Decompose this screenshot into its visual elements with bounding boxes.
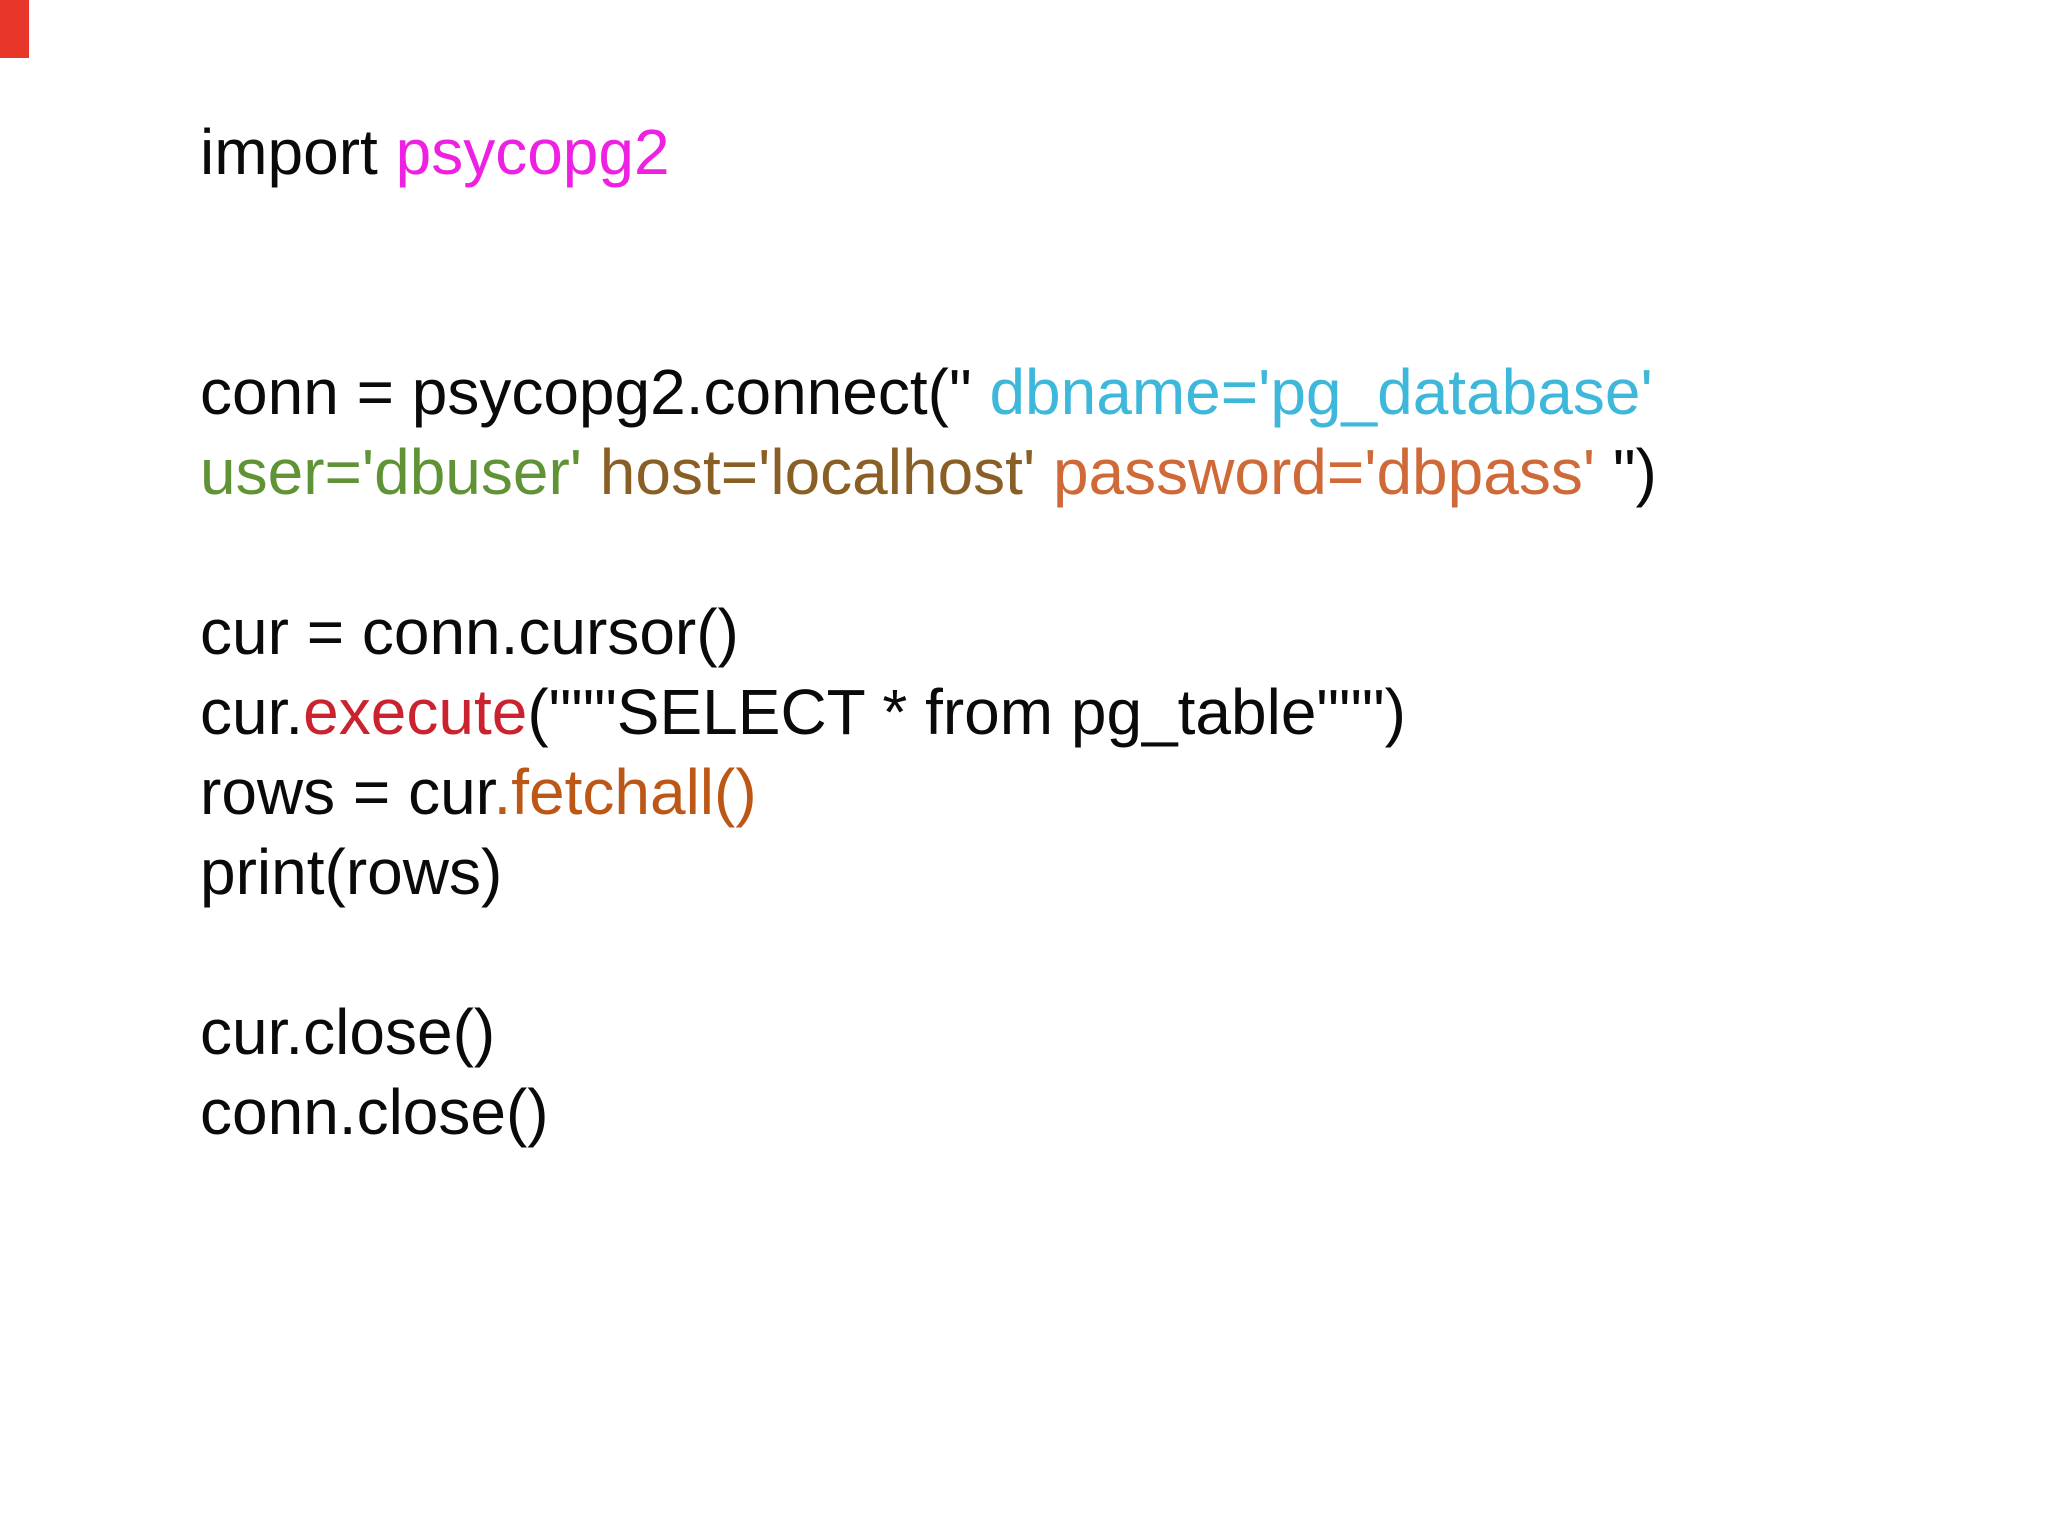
line-execute: cur.execute("""SELECT * from pg_table"""… bbox=[200, 672, 1657, 752]
code-token-rust: .fetchall() bbox=[493, 756, 757, 828]
line-blank bbox=[200, 512, 1657, 592]
code-token-red: execute bbox=[303, 676, 528, 748]
line-connect: conn = psycopg2.connect(" dbname='pg_dat… bbox=[200, 352, 1657, 432]
code-token-black: cur. bbox=[200, 676, 304, 748]
line-connect-args: user='dbuser' host='localhost' password=… bbox=[200, 432, 1657, 512]
code-token-black: ") bbox=[1595, 436, 1657, 508]
code-token-black bbox=[1035, 436, 1053, 508]
code-token-magenta: psycopg2 bbox=[395, 116, 670, 188]
line-blank bbox=[200, 912, 1657, 992]
line-import: import psycopg2 bbox=[200, 112, 1657, 192]
code-token-black bbox=[582, 436, 600, 508]
line-fetchall: rows = cur.fetchall() bbox=[200, 752, 1657, 832]
code-token-green: user='dbuser' bbox=[200, 436, 582, 508]
code-token-orange: password='dbpass' bbox=[1052, 436, 1596, 508]
code-token-black: rows = cur bbox=[200, 756, 494, 828]
line-conn-close: conn.close() bbox=[200, 1072, 1657, 1152]
red-marker bbox=[0, 0, 29, 58]
code-block: import psycopg2 conn = psycopg2.connect(… bbox=[200, 112, 1657, 1152]
line-cursor: cur = conn.cursor() bbox=[200, 592, 1657, 672]
code-token-black: cur = conn.cursor() bbox=[200, 596, 739, 668]
line-print: print(rows) bbox=[200, 832, 1657, 912]
code-token-black: conn = psycopg2.connect(" bbox=[200, 356, 990, 428]
code-token-black: ("""SELECT * from pg_table""") bbox=[527, 676, 1406, 748]
code-token-cyan: dbname='pg_database' bbox=[989, 356, 1653, 428]
code-token-black: cur.close() bbox=[200, 996, 496, 1068]
line-blank bbox=[200, 272, 1657, 352]
line-cur-close: cur.close() bbox=[200, 992, 1657, 1072]
line-blank bbox=[200, 192, 1657, 272]
code-token-black: import bbox=[200, 116, 396, 188]
code-token-brown: host='localhost' bbox=[599, 436, 1036, 508]
code-token-black: conn.close() bbox=[200, 1076, 549, 1148]
code-token-black: print(rows) bbox=[200, 836, 503, 908]
